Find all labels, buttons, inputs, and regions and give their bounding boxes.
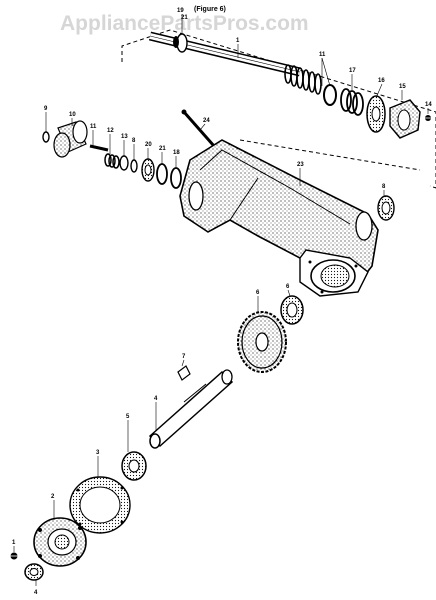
clutch-part-15 (389, 99, 421, 139)
screw-part-14 (424, 115, 432, 121)
ring-part-21 (156, 163, 168, 185)
washer-part-13 (119, 155, 129, 171)
shaft-spring (284, 64, 322, 95)
bearing-part-8 (377, 195, 395, 221)
leader-lines (13, 14, 429, 586)
callout-labels: 19 21 1 11 17 16 15 14 9 10 11 12 13 8 2… (12, 8, 432, 596)
probe-part-24 (181, 109, 216, 147)
dashed-enclosure-bottom (239, 139, 421, 171)
callout-2: 2 (51, 494, 55, 500)
flange-plate-16 (366, 95, 386, 133)
callout-6: 6 (256, 290, 260, 296)
ring-part-18b (170, 167, 182, 189)
callout-5: 5 (126, 414, 130, 420)
callout-9: 9 (44, 106, 48, 112)
callout-4b: 4 (34, 590, 38, 596)
callout-10: 10 (69, 112, 76, 118)
spring-part-12 (104, 153, 120, 169)
gasket-part-3 (69, 476, 131, 534)
callout-17: 17 (349, 68, 356, 74)
callout-14: 14 (425, 102, 432, 108)
dashed-enclosure (121, 29, 436, 189)
figure-label: (Figure 6) (194, 6, 226, 13)
callout-12: 12 (107, 128, 114, 134)
callout-15: 15 (399, 84, 406, 90)
callout-3: 3 (96, 450, 100, 456)
end-cover-part-2 (33, 517, 87, 567)
callout-21: 21 (181, 15, 188, 21)
callout-4: 4 (154, 396, 158, 402)
callout-8: 8 (382, 184, 386, 190)
ring-part-9 (42, 131, 50, 143)
top-drive-shaft (148, 31, 302, 77)
bearing-part-5 (121, 451, 147, 481)
washer-part-8 (130, 159, 138, 173)
callout-24: 24 (203, 118, 210, 124)
output-shaft-4 (148, 369, 234, 449)
callout-11: 11 (319, 52, 326, 58)
callout-16: 16 (378, 78, 385, 84)
callout-13: 13 (121, 134, 128, 140)
gear-housing-23 (179, 139, 379, 297)
key-part-7 (177, 365, 191, 381)
spring-part-17 (340, 88, 364, 116)
watermark-text: AppliancePartsPros.com (60, 12, 309, 35)
callout-23: 23 (297, 162, 304, 168)
callout-18b: 18 (173, 150, 180, 156)
washer-ring (323, 84, 337, 106)
drive-gear (237, 311, 287, 373)
callout-6b: 6 (286, 284, 290, 290)
sleeve-part-10 (53, 120, 88, 158)
screw-part-1 (10, 552, 18, 560)
pin-part-11 (89, 144, 109, 152)
bearing-part-20 (141, 158, 155, 182)
callout-7: 7 (182, 354, 186, 360)
callout-11b: 11 (90, 124, 97, 130)
callout-21b: 21 (159, 146, 166, 152)
bearing-part-6 (280, 295, 304, 325)
callout-20: 20 (145, 142, 152, 148)
seal-part-4 (24, 563, 44, 581)
callout-8b: 8 (132, 138, 136, 144)
callout-19: 19 (177, 8, 184, 14)
callout-1: 1 (236, 38, 240, 44)
callout-1b: 1 (12, 540, 16, 546)
